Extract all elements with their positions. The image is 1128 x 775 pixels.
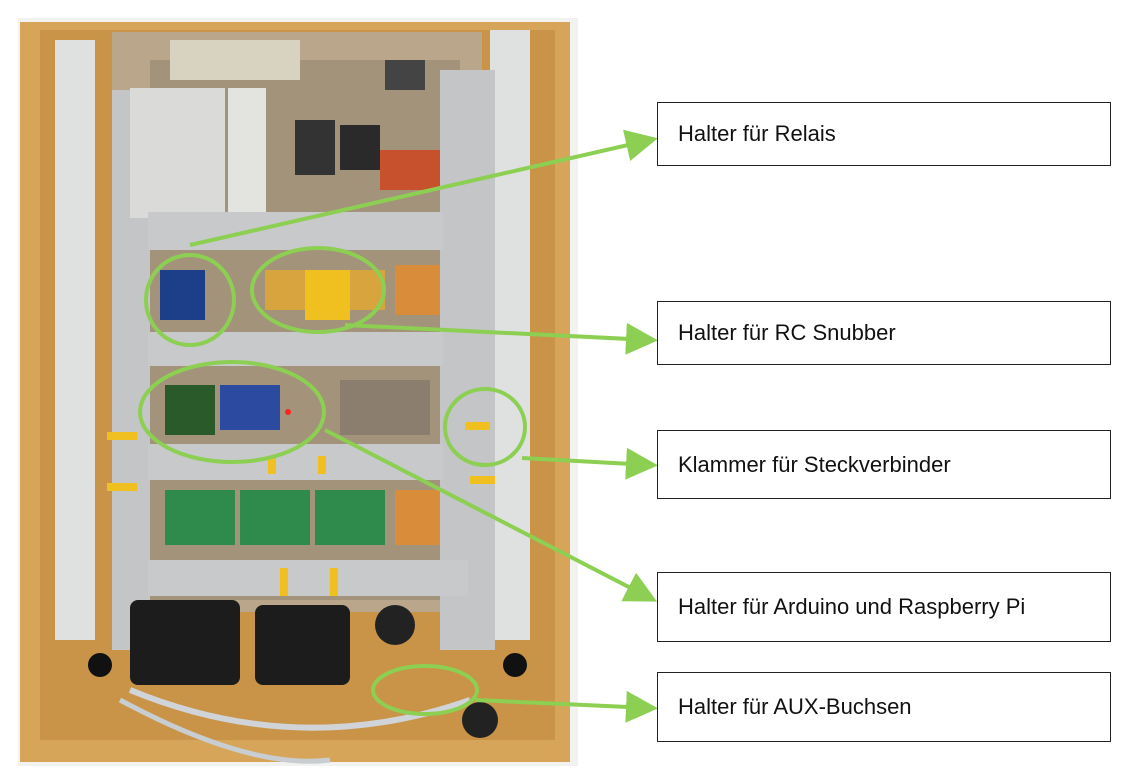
label-rc-snubber: Halter für RC Snubber — [657, 301, 1111, 365]
label-aux: Halter für AUX-Buchsen — [657, 672, 1111, 742]
horizontal-rail — [148, 444, 443, 480]
label-arduino-raspberry: Halter für Arduino und Raspberry Pi — [657, 572, 1111, 642]
horizontal-rail — [148, 560, 468, 596]
horizontal-rail — [148, 212, 443, 250]
horizontal-rail — [148, 332, 443, 366]
label-klammer: Klammer für Steckverbinder — [657, 430, 1111, 499]
label-relais: Halter für Relais — [657, 102, 1111, 166]
